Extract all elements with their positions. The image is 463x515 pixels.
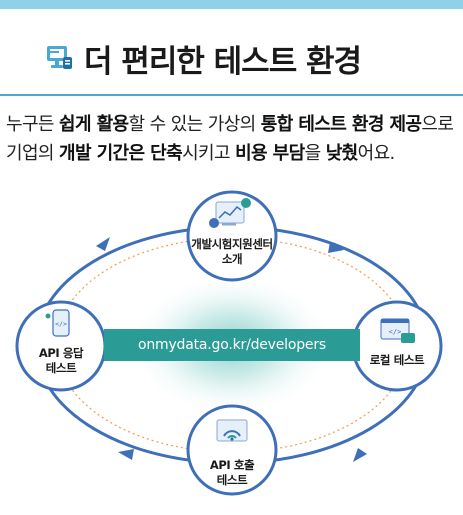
node-left-label-line1: API 응답 xyxy=(38,346,84,360)
description-emphasis: 개발 기간은 단축 xyxy=(59,143,183,164)
title-divider xyxy=(0,94,463,96)
node-bottom-label-line1: API 호출 xyxy=(209,458,255,472)
page-title: 더 편리한 테스트 환경 xyxy=(84,44,362,80)
node-right-label-line1: 로컬 테스트 xyxy=(369,353,425,367)
wifi-browser-icon xyxy=(216,419,248,442)
title-row: 더 편리한 테스트 환경 xyxy=(0,30,463,86)
svg-text:</>: </> xyxy=(389,328,402,336)
svg-text:</>: </> xyxy=(55,320,67,328)
description-segment: 을 xyxy=(304,143,326,164)
description-segment: 누구든 xyxy=(6,114,60,135)
node-bottom-circle xyxy=(186,404,278,496)
top-color-band xyxy=(0,0,463,9)
description-segment: 시키고 xyxy=(182,143,236,164)
description-text: 누구든 쉽게 활용할 수 있는 가상의 통합 테스트 환경 제공으로 기업의 개… xyxy=(6,110,461,168)
cycle-arrow-bottom-left xyxy=(118,449,134,460)
cycle-arrow-top-left xyxy=(96,237,110,251)
description-emphasis: 비용 부담 xyxy=(235,143,305,164)
node-top-label-line1: 개발시험지원센터 xyxy=(191,237,273,251)
node-top-label: 개발시험지원센터 소개 xyxy=(190,237,274,267)
developer-portal-url: onmydata.go.kr/developers xyxy=(104,329,360,361)
cycle-arrow-bottom-right xyxy=(353,448,367,462)
node-right-circle: </> xyxy=(351,300,443,392)
diagram-graphic: </> </> xyxy=(15,190,443,496)
description-emphasis: 쉽게 활용 xyxy=(59,114,129,135)
mobile-code-icon: </> xyxy=(45,309,70,337)
computer-test-icon xyxy=(44,43,74,73)
description-segment: 으로 기업의 xyxy=(6,114,454,164)
test-cycle-diagram: </> </> onmydata.go.kr/developers 개발시험지원… xyxy=(0,190,463,511)
description-emphasis: 낮췄 xyxy=(325,143,359,164)
node-left-label: API 응답 테스트 xyxy=(21,346,101,376)
node-top-label-line2: 소개 xyxy=(221,252,243,266)
code-window-icon: </> xyxy=(380,318,415,343)
description-segment: 할 수 있는 가상의 xyxy=(128,114,261,135)
description-segment: 어요. xyxy=(357,143,396,164)
node-right-label: 로컬 테스트 xyxy=(357,353,437,368)
dashboard-chart-icon xyxy=(209,198,251,228)
node-top-circle xyxy=(186,190,278,282)
node-bottom-label-line2: 테스트 xyxy=(216,473,248,487)
description-emphasis: 통합 테스트 환경 제공 xyxy=(260,114,422,135)
node-left-label-line2: 테스트 xyxy=(45,361,77,375)
cycle-arrow-top-right xyxy=(328,242,344,253)
node-bottom-label: API 호출 테스트 xyxy=(192,458,272,488)
